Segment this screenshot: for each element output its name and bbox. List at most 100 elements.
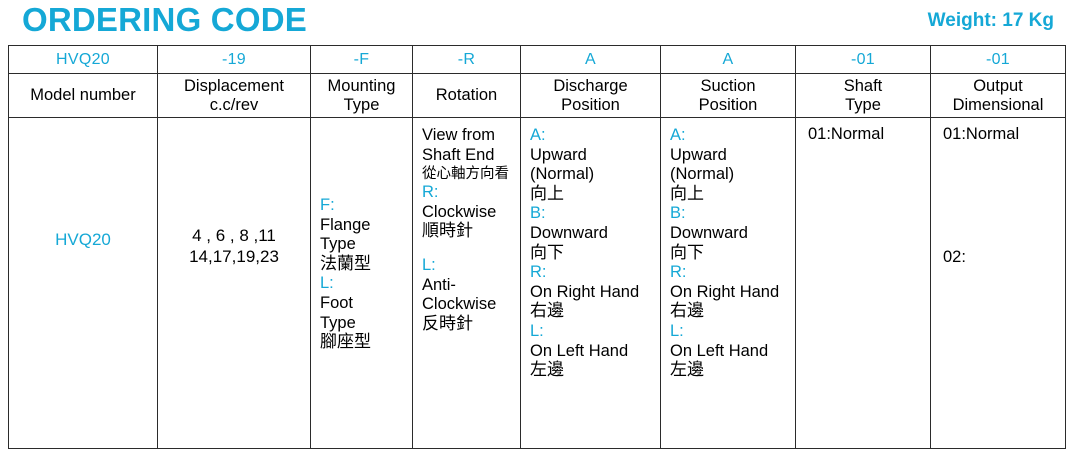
- header-mounting-type-l1: Mounting: [327, 76, 396, 95]
- rotation-spacer: [422, 242, 516, 256]
- page-title: ORDERING CODE: [22, 1, 307, 38]
- mounting-key-f: F:: [320, 196, 335, 214]
- suction-right-hand-zh: 右邊: [670, 301, 704, 322]
- suction-left-hand: On Left Hand: [670, 341, 769, 360]
- code-cell-displacement: -19: [157, 45, 311, 74]
- header-mounting-type: Mounting Type: [310, 73, 413, 118]
- header-discharge-position-l2: Position: [561, 95, 620, 114]
- rotation-anticlockwise-l2: Clockwise: [422, 295, 497, 314]
- rotation-key-l: L:: [422, 255, 436, 274]
- displacement-line-2: 14,17,19,23: [189, 247, 279, 266]
- suction-upward-l1: Upward: [670, 145, 727, 164]
- table-row-codes: HVQ20 -19 -F -R A A -01 -01: [8, 45, 1066, 74]
- mounting-foot-l2: Type: [320, 313, 356, 332]
- code-cell-discharge: A: [520, 45, 661, 74]
- discharge-right-hand-zh: 右邊: [530, 301, 564, 322]
- discharge-options: A: Upward (Normal) 向上 B: Downward 向下 R: …: [521, 124, 660, 381]
- rotation-key-r: R:: [422, 183, 439, 202]
- code-cell-suction: A: [660, 45, 796, 74]
- discharge-right-hand: On Right Hand: [530, 282, 640, 301]
- mounting-foot-l1: Foot: [320, 293, 354, 312]
- discharge-key-a: A:: [530, 126, 546, 144]
- code-cell-model: HVQ20: [8, 45, 158, 74]
- cell-shaft-type: 01:Normal: [795, 117, 931, 449]
- displacement-values: 4 , 6 , 8 ,11 14,17,19,23: [158, 124, 310, 267]
- header-suction-position-l2: Position: [698, 95, 758, 114]
- header-output-dimensional-l2: Dimensional: [952, 95, 1044, 114]
- output-dimensional-options: 01:Normal 02:: [931, 124, 1065, 267]
- mounting-flange-zh: 法蘭型: [320, 253, 371, 274]
- suction-upward-zh: 向上: [670, 183, 704, 204]
- header-output-dimensional: Output Dimensional: [930, 73, 1066, 118]
- header-rotation-l1: Rotation: [435, 86, 498, 104]
- rotation-note-l2: Shaft End: [422, 145, 495, 164]
- weight-label: Weight: 17 Kg: [927, 10, 1054, 31]
- header-shaft-type: Shaft Type: [795, 73, 931, 118]
- suction-key-r: R:: [670, 263, 687, 282]
- rotation-note-zh: 從心軸方向看: [422, 166, 509, 183]
- header-displacement: Displacement c.c/rev: [157, 73, 311, 118]
- suction-downward: Downward: [670, 223, 748, 242]
- model-number-value: HVQ20: [55, 230, 111, 249]
- mounting-key-l: L:: [320, 274, 334, 293]
- cell-discharge-position: A: Upward (Normal) 向上 B: Downward 向下 R: …: [520, 117, 661, 449]
- header-displacement-l2: c.c/rev: [209, 95, 259, 114]
- discharge-key-r: R:: [530, 263, 547, 282]
- header-output-dimensional-l1: Output: [973, 76, 1023, 95]
- suction-downward-zh: 向下: [670, 242, 704, 263]
- header-mounting-type-l2: Type: [343, 95, 380, 114]
- header-suction-position-l1: Suction: [700, 76, 756, 95]
- header-rotation: Rotation: [412, 73, 521, 118]
- discharge-key-b: B:: [530, 204, 546, 223]
- code-cell-output: -01: [930, 45, 1066, 74]
- discharge-key-l: L:: [530, 321, 544, 340]
- suction-upward-l2: (Normal): [670, 165, 735, 184]
- cell-rotation: View from Shaft End 從心軸方向看 R: Clockwise …: [412, 117, 521, 449]
- cell-output-dimensional: 01:Normal 02:: [930, 117, 1066, 449]
- header-shaft-type-l2: Type: [845, 95, 881, 114]
- output-dimensional-spacer: [943, 145, 1061, 248]
- discharge-upward-l2: (Normal): [530, 165, 595, 184]
- ordering-code-table: HVQ20 -19 -F -R A A -01 -01 Model number…: [8, 45, 1066, 449]
- table-row-options: HVQ20 4 , 6 , 8 ,11 14,17,19,23 F: Flang…: [8, 117, 1066, 449]
- suction-key-a: A:: [670, 126, 686, 144]
- discharge-downward: Downward: [530, 223, 608, 242]
- header-discharge-position: Discharge Position: [520, 73, 661, 118]
- discharge-upward-l1: Upward: [530, 145, 587, 164]
- rotation-anticlockwise-l1: Anti-: [422, 275, 456, 294]
- suction-right-hand: On Right Hand: [670, 282, 780, 301]
- code-cell-mounting: -F: [310, 45, 413, 74]
- header-suction-position: Suction Position: [660, 73, 796, 118]
- mounting-options: F: Flange Type 法蘭型 L: Foot Type 腳座型: [311, 124, 412, 353]
- cell-mounting-type: F: Flange Type 法蘭型 L: Foot Type 腳座型: [310, 117, 413, 449]
- cell-displacement: 4 , 6 , 8 ,11 14,17,19,23: [157, 117, 311, 449]
- discharge-upward-zh: 向上: [530, 183, 564, 204]
- mounting-foot-zh: 腳座型: [320, 332, 371, 353]
- rotation-clockwise: Clockwise: [422, 202, 497, 221]
- page-header: ORDERING CODE Weight: 17 Kg: [0, 0, 1072, 44]
- rotation-options: View from Shaft End 從心軸方向看 R: Clockwise …: [413, 124, 520, 334]
- mounting-flange-l2: Type: [320, 235, 356, 254]
- rotation-note-l1: View from: [422, 126, 496, 144]
- table-row-headers: Model number Displacement c.c/rev Mounti…: [8, 73, 1066, 118]
- cell-suction-position: A: Upward (Normal) 向上 B: Downward 向下 R: …: [660, 117, 796, 449]
- header-model-number-l1: Model number: [30, 86, 136, 104]
- code-cell-rotation: -R: [412, 45, 521, 74]
- output-dimensional-option-01: 01:Normal: [943, 125, 1020, 143]
- header-model-number: Model number: [8, 73, 158, 118]
- discharge-downward-zh: 向下: [530, 242, 564, 263]
- suction-options: A: Upward (Normal) 向上 B: Downward 向下 R: …: [661, 124, 795, 381]
- suction-left-hand-zh: 左邊: [670, 360, 704, 381]
- cell-model-number: HVQ20: [8, 117, 158, 449]
- header-discharge-position-l1: Discharge: [553, 76, 628, 95]
- code-cell-shaft: -01: [795, 45, 931, 74]
- displacement-line-1: 4 , 6 , 8 ,11: [192, 226, 276, 245]
- suction-key-l: L:: [670, 321, 684, 340]
- rotation-anticlockwise-zh: 反時針: [422, 313, 473, 334]
- rotation-clockwise-zh: 順時針: [422, 221, 473, 242]
- header-displacement-l1: Displacement: [184, 76, 284, 95]
- output-dimensional-option-02: 02:: [943, 247, 966, 266]
- mounting-flange-l1: Flange: [320, 215, 371, 234]
- header-shaft-type-l1: Shaft: [843, 76, 883, 95]
